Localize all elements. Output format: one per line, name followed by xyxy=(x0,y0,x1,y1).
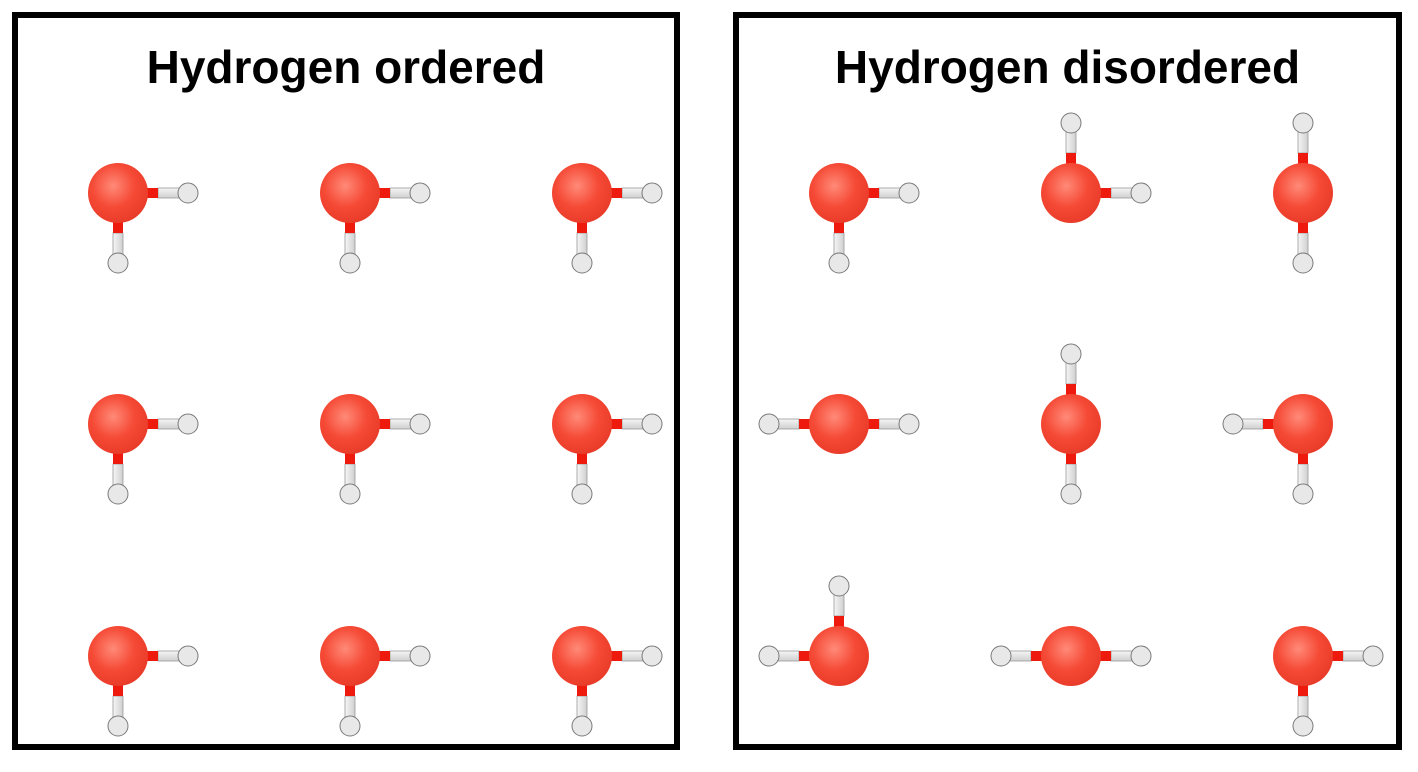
water-molecule xyxy=(320,626,431,737)
hydrogen-atom xyxy=(758,413,780,435)
hydrogen-atom xyxy=(1060,343,1082,365)
panel-title-disordered: Hydrogen disordered xyxy=(834,41,1301,93)
water-molecule xyxy=(88,626,199,737)
hydrogen-atom xyxy=(641,182,663,204)
hydrogen-atom xyxy=(828,252,850,274)
water-molecule xyxy=(552,163,663,274)
oxygen-atom xyxy=(1273,163,1333,223)
hydrogen-atom xyxy=(339,252,361,274)
oxygen-atom xyxy=(320,163,380,223)
oxygen-atom xyxy=(1041,626,1101,686)
disordered-molecule-grid xyxy=(758,112,1384,737)
hydrogen-atom xyxy=(898,182,920,204)
hydrogen-atom xyxy=(828,575,850,597)
hydrogen-atom xyxy=(1130,182,1152,204)
hydrogen-atom xyxy=(177,182,199,204)
oxygen-atom xyxy=(1273,394,1333,454)
water-molecule xyxy=(552,394,663,505)
oxygen-atom xyxy=(809,394,869,454)
hydrogen-atom xyxy=(107,715,129,737)
oxygen-atom xyxy=(1041,163,1101,223)
hydrogen-atom xyxy=(1362,645,1384,667)
hydrogen-atom xyxy=(1060,483,1082,505)
hydrogen-atom xyxy=(898,413,920,435)
hydrogen-atom xyxy=(641,645,663,667)
hydrogen-disordered-panel: Hydrogen disordered xyxy=(733,12,1402,750)
hydrogen-atom xyxy=(571,715,593,737)
hydrogen-atom xyxy=(571,252,593,274)
water-molecule xyxy=(809,163,920,274)
oxygen-atom xyxy=(88,163,148,223)
oxygen-atom xyxy=(552,163,612,223)
hydrogen-atom xyxy=(1292,483,1314,505)
water-molecule xyxy=(758,394,920,454)
hydrogen-atom xyxy=(990,645,1012,667)
hydrogen-ordered-panel: Hydrogen ordered xyxy=(12,12,680,750)
water-molecule xyxy=(88,163,199,274)
hydrogen-atom xyxy=(1222,413,1244,435)
oxygen-atom xyxy=(809,626,869,686)
hydrogen-atom xyxy=(758,645,780,667)
hydrogen-atom xyxy=(571,483,593,505)
oxygen-atom xyxy=(1041,394,1101,454)
water-molecule xyxy=(320,394,431,505)
hydrogen-atom xyxy=(339,483,361,505)
hydrogen-atom xyxy=(409,182,431,204)
water-molecule xyxy=(1273,626,1384,737)
hydrogen-atom xyxy=(1130,645,1152,667)
water-molecule xyxy=(1041,343,1101,505)
oxygen-atom xyxy=(88,626,148,686)
oxygen-atom xyxy=(1273,626,1333,686)
water-molecule xyxy=(1041,112,1152,223)
water-molecule xyxy=(88,394,199,505)
oxygen-atom xyxy=(88,394,148,454)
hydrogen-atom xyxy=(177,645,199,667)
hydrogen-atom xyxy=(409,645,431,667)
hydrogen-atom xyxy=(1292,715,1314,737)
panel-title-ordered: Hydrogen ordered xyxy=(146,41,546,93)
water-molecule xyxy=(552,626,663,737)
hydrogen-atom xyxy=(1292,112,1314,134)
oxygen-atom xyxy=(809,163,869,223)
oxygen-atom xyxy=(320,626,380,686)
hydrogen-atom xyxy=(641,413,663,435)
water-molecule xyxy=(1222,394,1333,505)
oxygen-atom xyxy=(320,394,380,454)
water-molecule xyxy=(1273,112,1333,274)
water-molecule xyxy=(990,626,1152,686)
water-molecule xyxy=(758,575,869,686)
hydrogen-atom xyxy=(107,252,129,274)
hydrogen-atom xyxy=(339,715,361,737)
water-molecule xyxy=(320,163,431,274)
hydrogen-atom xyxy=(1060,112,1082,134)
oxygen-atom xyxy=(552,394,612,454)
oxygen-atom xyxy=(552,626,612,686)
hydrogen-atom xyxy=(1292,252,1314,274)
hydrogen-atom xyxy=(409,413,431,435)
ordered-molecule-grid xyxy=(88,163,663,737)
hydrogen-atom xyxy=(107,483,129,505)
hydrogen-atom xyxy=(177,413,199,435)
